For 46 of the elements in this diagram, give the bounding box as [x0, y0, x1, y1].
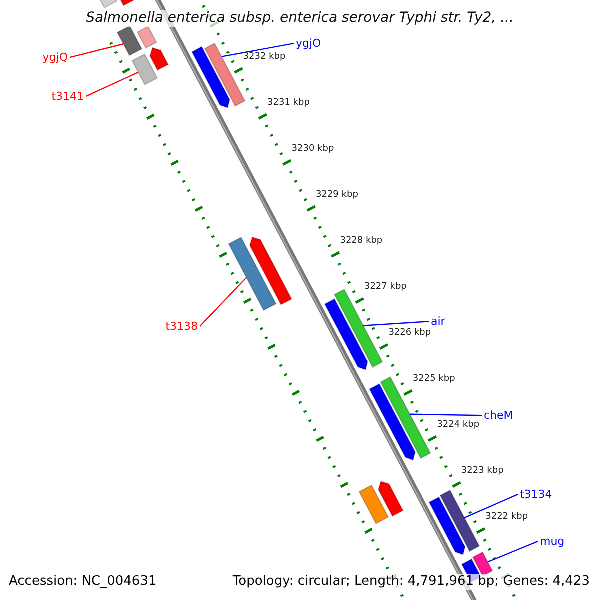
leader-line — [200, 277, 248, 327]
gene-bar — [150, 47, 169, 71]
gene-bar — [324, 298, 368, 371]
tick-label: 3231 kbp — [268, 98, 310, 109]
gene-bar — [440, 490, 480, 552]
gene-bar — [249, 236, 292, 306]
gene-label: t3141 — [52, 90, 84, 104]
tick-label: 3230 kbp — [292, 144, 334, 155]
gene-bar — [132, 54, 158, 86]
genome-info-text: Topology: circular; Length: 4,791,961 bp; Genes: 4,423 — [232, 574, 590, 590]
gene-bar — [334, 288, 384, 368]
gene-label: air — [431, 315, 446, 328]
leader-line — [464, 494, 518, 518]
tick-label: 3228 kbp — [340, 236, 383, 247]
gene-label: ygjQ — [42, 51, 68, 64]
gene-label: t3138 — [166, 320, 198, 334]
gene-label: mug — [540, 535, 565, 548]
tick-label: 3225 kbp — [412, 374, 456, 385]
leader-line — [86, 72, 139, 98]
tick-label: 3222 kbp — [486, 512, 528, 524]
tick-label: 3227 kbp — [364, 282, 407, 293]
gene-label: t3134 — [520, 488, 552, 502]
leader-line — [488, 541, 538, 563]
gene-bar — [204, 42, 246, 107]
gene-label: cheM — [484, 409, 514, 422]
accession-text: Accession: NC_004631 — [9, 574, 157, 590]
leader-line — [363, 321, 430, 326]
tick-label: 3229 kbp — [316, 190, 358, 201]
gene-bar — [116, 25, 143, 56]
gene-bar — [428, 496, 466, 556]
title: Salmonella enterica subsp. enterica serovar Typhi str. Ty2, ... — [86, 10, 514, 27]
gene-bar — [369, 383, 416, 461]
leader-line — [410, 414, 482, 416]
gene-bar — [228, 236, 277, 312]
gene-bar — [378, 480, 404, 517]
tick-label: 3226 kbp — [388, 328, 432, 339]
tick-label: 3232 kbp — [243, 52, 286, 63]
leader-line — [222, 43, 294, 58]
gene-bar — [136, 26, 158, 49]
leader-line — [70, 44, 124, 58]
gene-bar — [358, 484, 390, 524]
gene-bar — [472, 552, 494, 577]
tick-label: 3223 kbp — [461, 466, 504, 478]
gene-bar — [192, 46, 230, 109]
tick-label: 3224 kbp — [437, 420, 480, 432]
gene-label: ygjO — [296, 37, 322, 50]
